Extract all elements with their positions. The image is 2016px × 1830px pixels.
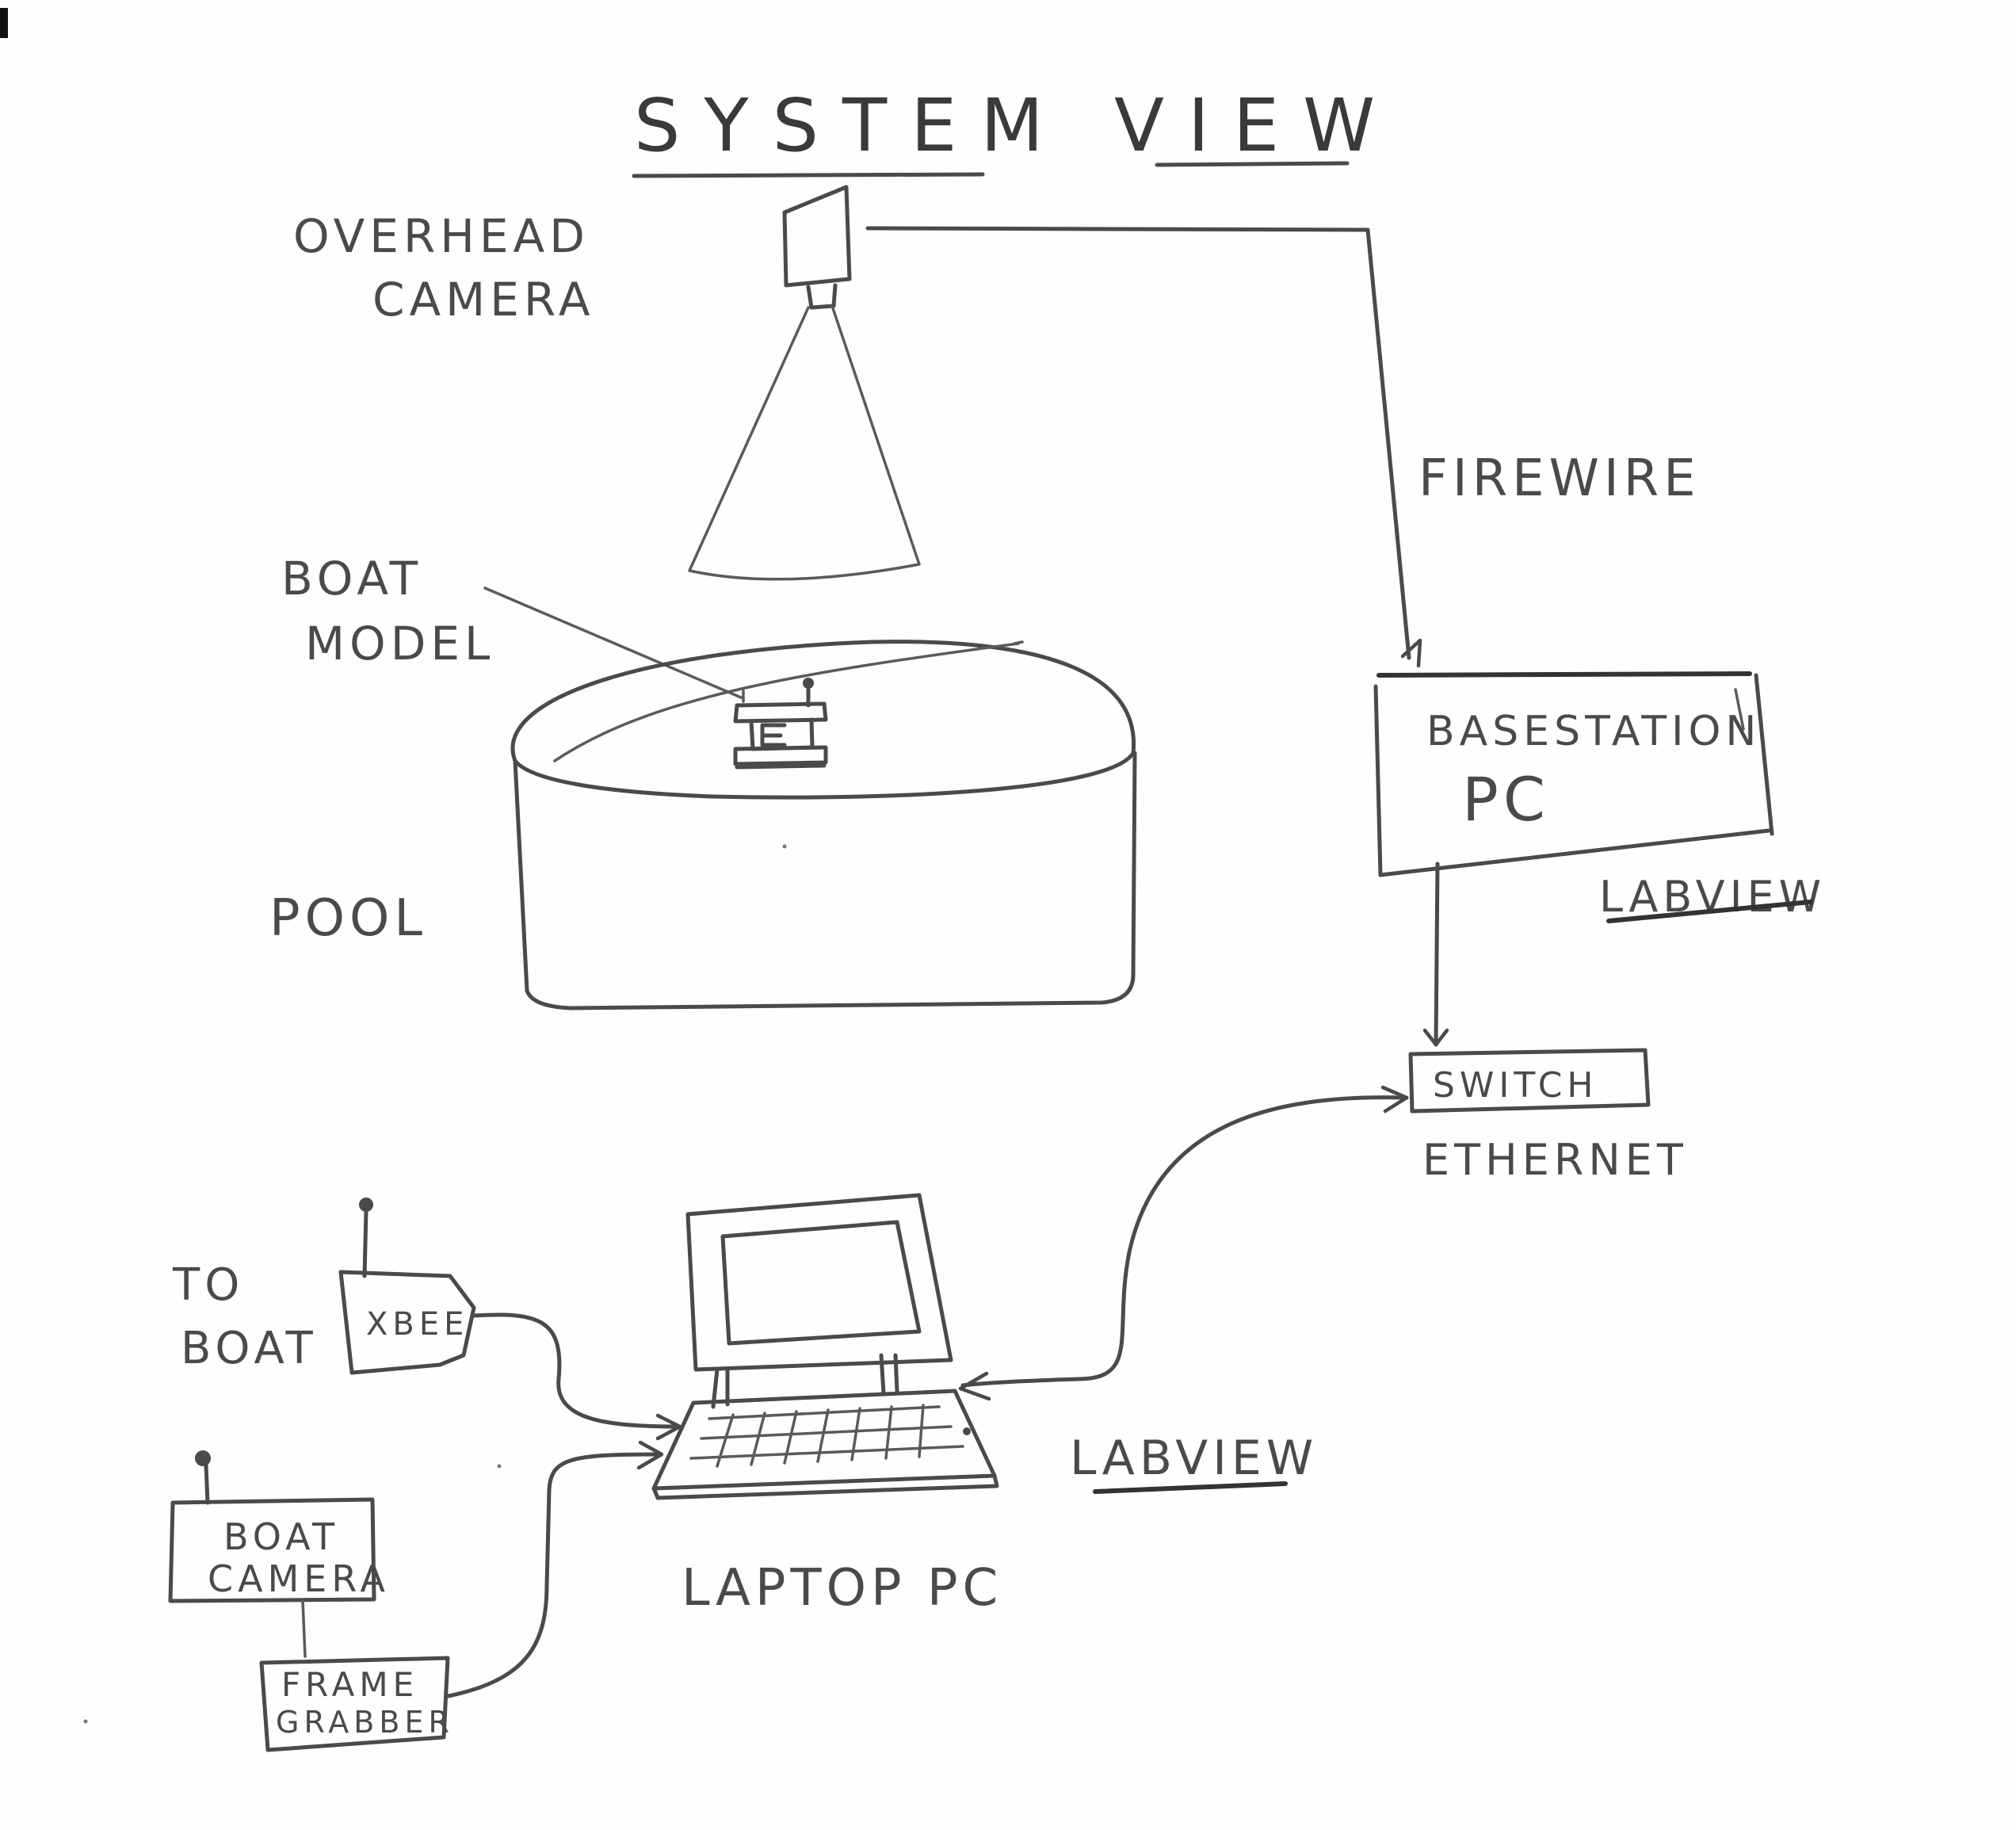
frame-grabber bbox=[259, 1656, 450, 1752]
ethernet-cable bbox=[960, 1095, 1409, 1388]
boat-camera-grabber-link bbox=[301, 1599, 307, 1658]
laptop-screen-display bbox=[720, 1220, 922, 1346]
basestation-labview-label: LABVIEW bbox=[1599, 872, 1826, 922]
xbee-laptop-arrowhead bbox=[655, 1413, 682, 1441]
to-boat-label-line2: BOAT bbox=[181, 1323, 318, 1374]
stray-mark bbox=[497, 1464, 502, 1469]
boat-model bbox=[733, 678, 828, 770]
basestation-label-line2: PC bbox=[1462, 764, 1550, 835]
title-underline-2 bbox=[1155, 161, 1350, 167]
laptop-labview-underline bbox=[1093, 1481, 1288, 1494]
overhead-camera bbox=[688, 185, 921, 581]
laptop-pc bbox=[651, 1193, 999, 1500]
pool-label: POOL bbox=[269, 889, 427, 948]
xbee-radio bbox=[338, 1198, 476, 1375]
overhead-camera-label-line1: OVERHEAD bbox=[293, 209, 590, 263]
boat-camera-label-line2: CAMERA bbox=[208, 1557, 390, 1600]
firewire-label: FIREWIRE bbox=[1418, 449, 1701, 508]
boat-model-label-line1: BOAT bbox=[281, 552, 422, 606]
xbee-laptop-cable bbox=[472, 1312, 680, 1429]
laptop-labview-label: LABVIEW bbox=[1070, 1431, 1318, 1486]
basestation-label-line1: BASESTATION bbox=[1426, 708, 1761, 755]
xbee-label: XBEE bbox=[366, 1306, 468, 1343]
ethernet-switch bbox=[1408, 1048, 1651, 1114]
basestation-pc bbox=[1373, 671, 1774, 877]
basestation-labview-underline bbox=[1606, 900, 1813, 923]
boat-camera bbox=[168, 1450, 376, 1603]
frame-grabber-label-line2: GRABBER bbox=[276, 1705, 454, 1740]
diagram-title: SYSTEM VIEW bbox=[634, 83, 1399, 168]
frame-grabber-label-line1: FRAME bbox=[281, 1665, 418, 1704]
laptop-pc-label: LAPTOP PC bbox=[682, 1559, 1002, 1618]
pool bbox=[510, 640, 1137, 1011]
ethernet-switch-arrowhead bbox=[1380, 1085, 1409, 1114]
ethernet-label: ETHERNET bbox=[1422, 1135, 1688, 1185]
basestation-switch-arrowhead bbox=[1422, 1028, 1449, 1047]
boat-camera-label-line1: BOAT bbox=[223, 1515, 339, 1558]
to-boat-label-line1: TO bbox=[172, 1259, 244, 1311]
frame-grabber-laptop-arrowhead bbox=[636, 1440, 664, 1470]
title-underline-1 bbox=[632, 172, 985, 178]
ethernet-laptop-arrowhead bbox=[958, 1371, 991, 1401]
switch-label: SWITCH bbox=[1433, 1065, 1598, 1106]
stray-mark bbox=[83, 1719, 88, 1724]
stray-mark bbox=[782, 844, 787, 849]
firewire-cable bbox=[865, 226, 1411, 660]
laptop-screen-frame bbox=[685, 1193, 953, 1372]
boat-camera-antenna-icon bbox=[195, 1450, 211, 1466]
basestation-switch-cable bbox=[1434, 862, 1440, 1047]
boat-model-leader-line bbox=[483, 586, 743, 699]
frame-grabber-laptop-cable bbox=[446, 1452, 660, 1698]
camera-view-cone bbox=[688, 304, 921, 581]
overhead-camera-label-line2: CAMERA bbox=[372, 273, 595, 327]
corner-mark bbox=[0, 8, 8, 38]
xbee-antenna-icon bbox=[359, 1198, 373, 1212]
firewire-arrowhead bbox=[1400, 638, 1422, 668]
boat-model-label-line2: MODEL bbox=[305, 617, 494, 670]
